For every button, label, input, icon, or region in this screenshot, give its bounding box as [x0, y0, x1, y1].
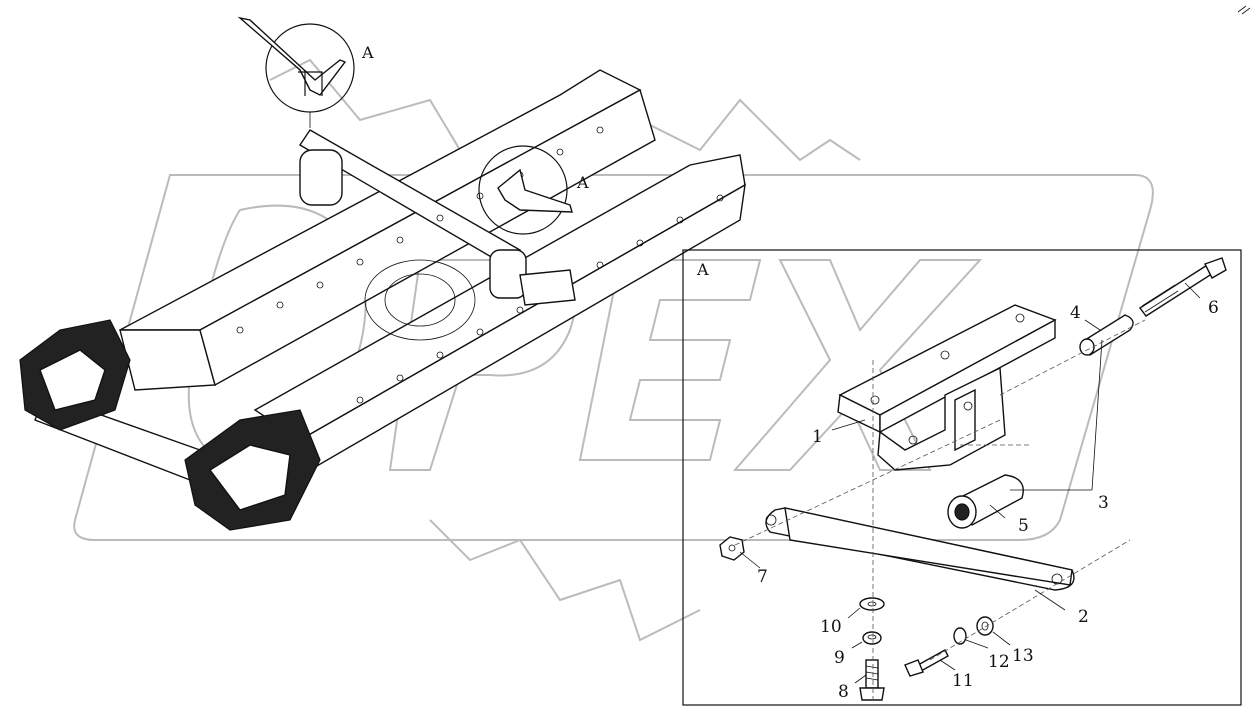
assembly-lines	[734, 319, 1146, 700]
part-number-labels: 1 2 3 4 5 6 7 8 9 10 11 12 13	[757, 298, 1219, 702]
part-2-arm	[765, 507, 1075, 591]
part-label-13: 13	[1012, 646, 1034, 666]
part-label-6: 6	[1208, 298, 1219, 318]
part-1-bracket	[837, 304, 1057, 471]
part-label-5: 5	[1018, 516, 1029, 536]
part-label-11: 11	[952, 671, 974, 691]
part-label-9: 9	[834, 648, 845, 668]
part-label-4: 4	[1070, 303, 1081, 323]
part-12-washer	[953, 627, 967, 645]
corner-mark	[1237, 5, 1251, 15]
detail-view-a: A	[682, 249, 1242, 706]
part-9-washer	[862, 631, 882, 645]
part-label-1: 1	[812, 427, 823, 447]
part-5-bushing	[947, 474, 1024, 529]
part-6-long-bolt	[1138, 257, 1227, 317]
part-11-bolt	[904, 649, 949, 677]
callout-a-middle: A	[478, 145, 589, 235]
part-label-2: 2	[1078, 607, 1089, 627]
part-4-sleeve	[1079, 314, 1134, 356]
part-label-8: 8	[838, 682, 849, 702]
part-label-7: 7	[757, 567, 768, 587]
part-label-3: 3	[1098, 493, 1109, 513]
detail-view-label: A	[696, 260, 709, 279]
part-13-washer	[976, 616, 994, 636]
part-7-nut	[719, 536, 745, 561]
callout-a-label-middle: A	[576, 173, 589, 192]
part-label-10: 10	[820, 617, 842, 637]
part-label-12: 12	[988, 652, 1010, 672]
part-10-washer	[859, 597, 885, 611]
part-8-bolt	[859, 659, 885, 701]
callout-a-top: A	[237, 16, 374, 128]
callout-a-label-top: A	[361, 43, 374, 62]
chassis-frame-assembly	[19, 69, 746, 531]
leader-lines	[739, 282, 1201, 684]
